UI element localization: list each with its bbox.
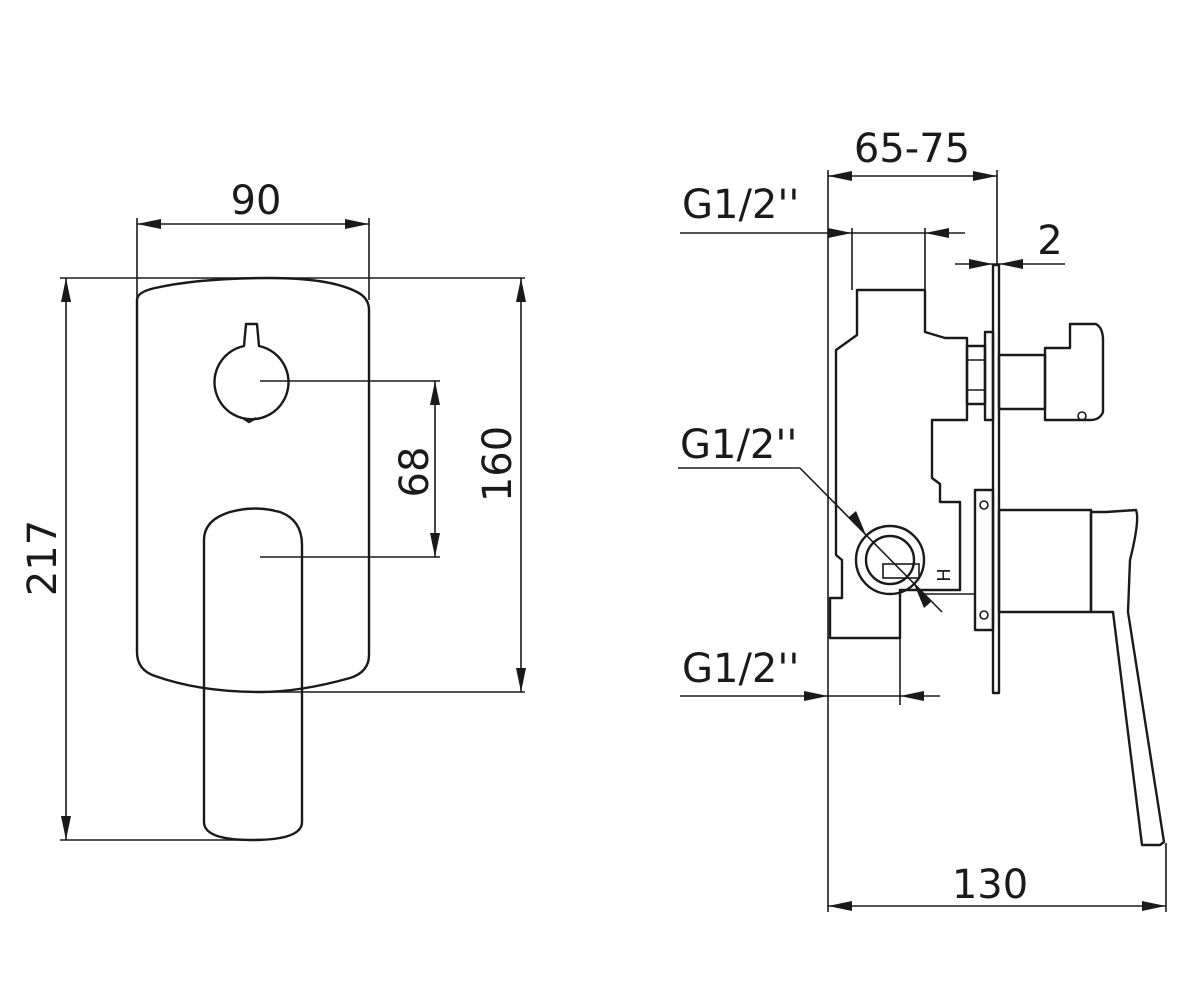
arrow-depth-right <box>973 171 997 181</box>
dim-label-plate-height: 160 <box>475 426 521 502</box>
arrow-plate-height-top <box>516 278 526 302</box>
cover-plate-side <box>991 263 1001 695</box>
dim-label-total-height: 217 <box>20 520 66 596</box>
diverter-spindle <box>997 353 1047 411</box>
dim-label-depth-range: 65-75 <box>854 126 970 172</box>
front-view: 90 217 160 68 <box>20 178 526 842</box>
cartridge-flange <box>973 488 995 632</box>
front-cover-plate <box>135 276 371 694</box>
thread-label-top: G1/2'' <box>682 182 799 228</box>
diverter-nut <box>965 344 987 406</box>
arrow-thread-bottom-left <box>804 691 828 701</box>
outlet-connection-outer <box>854 524 926 596</box>
diverter-knob-notch <box>242 416 257 424</box>
dim-label-width: 90 <box>231 178 282 224</box>
valve-body <box>828 288 969 640</box>
arrow-plate-thickness-left <box>969 259 993 269</box>
arrow-depth-left <box>828 171 852 181</box>
lever-handle-side <box>1089 508 1166 847</box>
leader-thread-middle-diagonal <box>799 467 943 613</box>
arrow-total-depth-left <box>828 901 852 911</box>
outlet-pin <box>882 563 920 579</box>
arrow-thread-middle <box>849 511 866 535</box>
knob-screw-dot <box>1077 411 1087 421</box>
arrow-axis-top <box>430 381 440 405</box>
dim-label-plate-thickness: 2 <box>1037 218 1062 264</box>
outlet-connection-inner <box>864 534 916 586</box>
arrow-total-height-bottom <box>61 816 71 840</box>
diverter-knob <box>213 322 290 421</box>
dim-label-total-depth: 130 <box>952 862 1028 908</box>
arrow-plate-thickness-right <box>999 259 1023 269</box>
arrow-total-height-top <box>61 278 71 302</box>
mixer-lever-handle <box>202 507 304 842</box>
arrow-thread-middle-2 <box>914 584 931 608</box>
side-view: H 65-75 G1/2'' 2 G1/2'' G1/2'' 130 <box>678 126 1167 912</box>
hot-mark-label: H <box>934 568 955 582</box>
cartridge-body <box>997 508 1093 614</box>
arrow-total-depth-right <box>1142 901 1166 911</box>
diverter-knob-side <box>1043 322 1105 422</box>
arrow-plate-height-bottom <box>516 668 526 692</box>
arrow-thread-bottom-right <box>900 691 924 701</box>
thread-label-middle: G1/2'' <box>680 422 797 468</box>
arrow-thread-top-left <box>828 228 852 238</box>
thread-label-bottom: G1/2'' <box>682 646 799 692</box>
arrow-width-right <box>345 219 369 229</box>
arrow-axis-bottom <box>430 533 440 557</box>
arrow-thread-top-right <box>925 228 949 238</box>
flange-screw-top <box>979 500 989 510</box>
dim-label-axis-spacing: 68 <box>392 447 438 498</box>
flange-screw-bottom <box>979 610 989 620</box>
arrow-width-left <box>137 219 161 229</box>
